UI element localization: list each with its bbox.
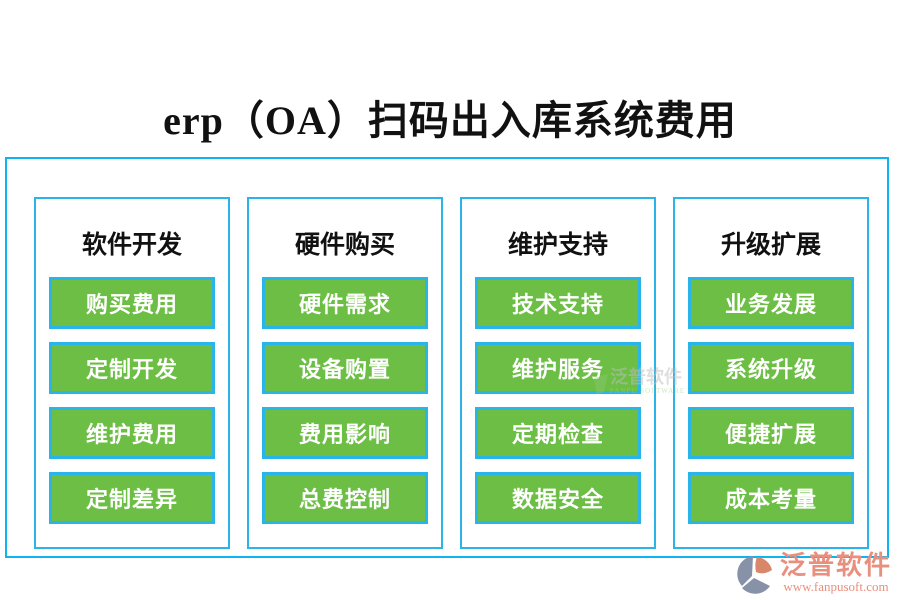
column-header: 硬件购买 xyxy=(294,232,395,259)
page-title: erp（OA）扫码出入库系统费用 xyxy=(163,98,737,143)
item-button[interactable]: 成本考量 xyxy=(688,472,854,524)
column-header: 软件开发 xyxy=(81,232,182,259)
item-button[interactable]: 费用影响 xyxy=(262,407,428,459)
item-button[interactable]: 定制开发 xyxy=(49,342,215,394)
footer-url-text: www.fanpusoft.com xyxy=(783,579,889,594)
item-button[interactable]: 维护服务 xyxy=(475,342,641,394)
item-button[interactable]: 硬件需求 xyxy=(262,277,428,329)
fanpu-logo: 泛普软件 www.fanpusoft.com xyxy=(736,553,892,594)
item-button[interactable]: 技术支持 xyxy=(475,277,641,329)
item-button[interactable]: 维护费用 xyxy=(49,407,215,459)
column-maintenance-support: 维护支持 技术支持 维护服务 定期检查 数据安全 xyxy=(460,197,656,549)
item-button[interactable]: 定期检查 xyxy=(475,407,641,459)
item-button[interactable]: 设备购置 xyxy=(262,342,428,394)
item-button[interactable]: 总费控制 xyxy=(262,472,428,524)
item-button[interactable]: 系统升级 xyxy=(688,342,854,394)
item-button[interactable]: 定制差异 xyxy=(49,472,215,524)
column-hardware-purchase: 硬件购买 硬件需求 设备购置 费用影响 总费控制 xyxy=(247,197,443,549)
item-button[interactable]: 业务发展 xyxy=(688,277,854,329)
item-button[interactable]: 便捷扩展 xyxy=(688,407,854,459)
column-software-dev: 软件开发 购买费用 定制开发 维护费用 定制差异 xyxy=(34,197,230,549)
item-button[interactable]: 购买费用 xyxy=(49,277,215,329)
footer-brand-text: 泛普软件 xyxy=(779,551,892,580)
column-upgrade-expansion: 升级扩展 业务发展 系统升级 便捷扩展 成本考量 xyxy=(673,197,869,549)
column-header: 维护支持 xyxy=(507,232,608,259)
column-header: 升级扩展 xyxy=(720,232,821,259)
fanpu-logo-icon xyxy=(736,554,776,594)
item-button[interactable]: 数据安全 xyxy=(475,472,641,524)
main-container: 软件开发 购买费用 定制开发 维护费用 定制差异 硬件购买 硬件需求 设备购置 … xyxy=(5,157,889,558)
